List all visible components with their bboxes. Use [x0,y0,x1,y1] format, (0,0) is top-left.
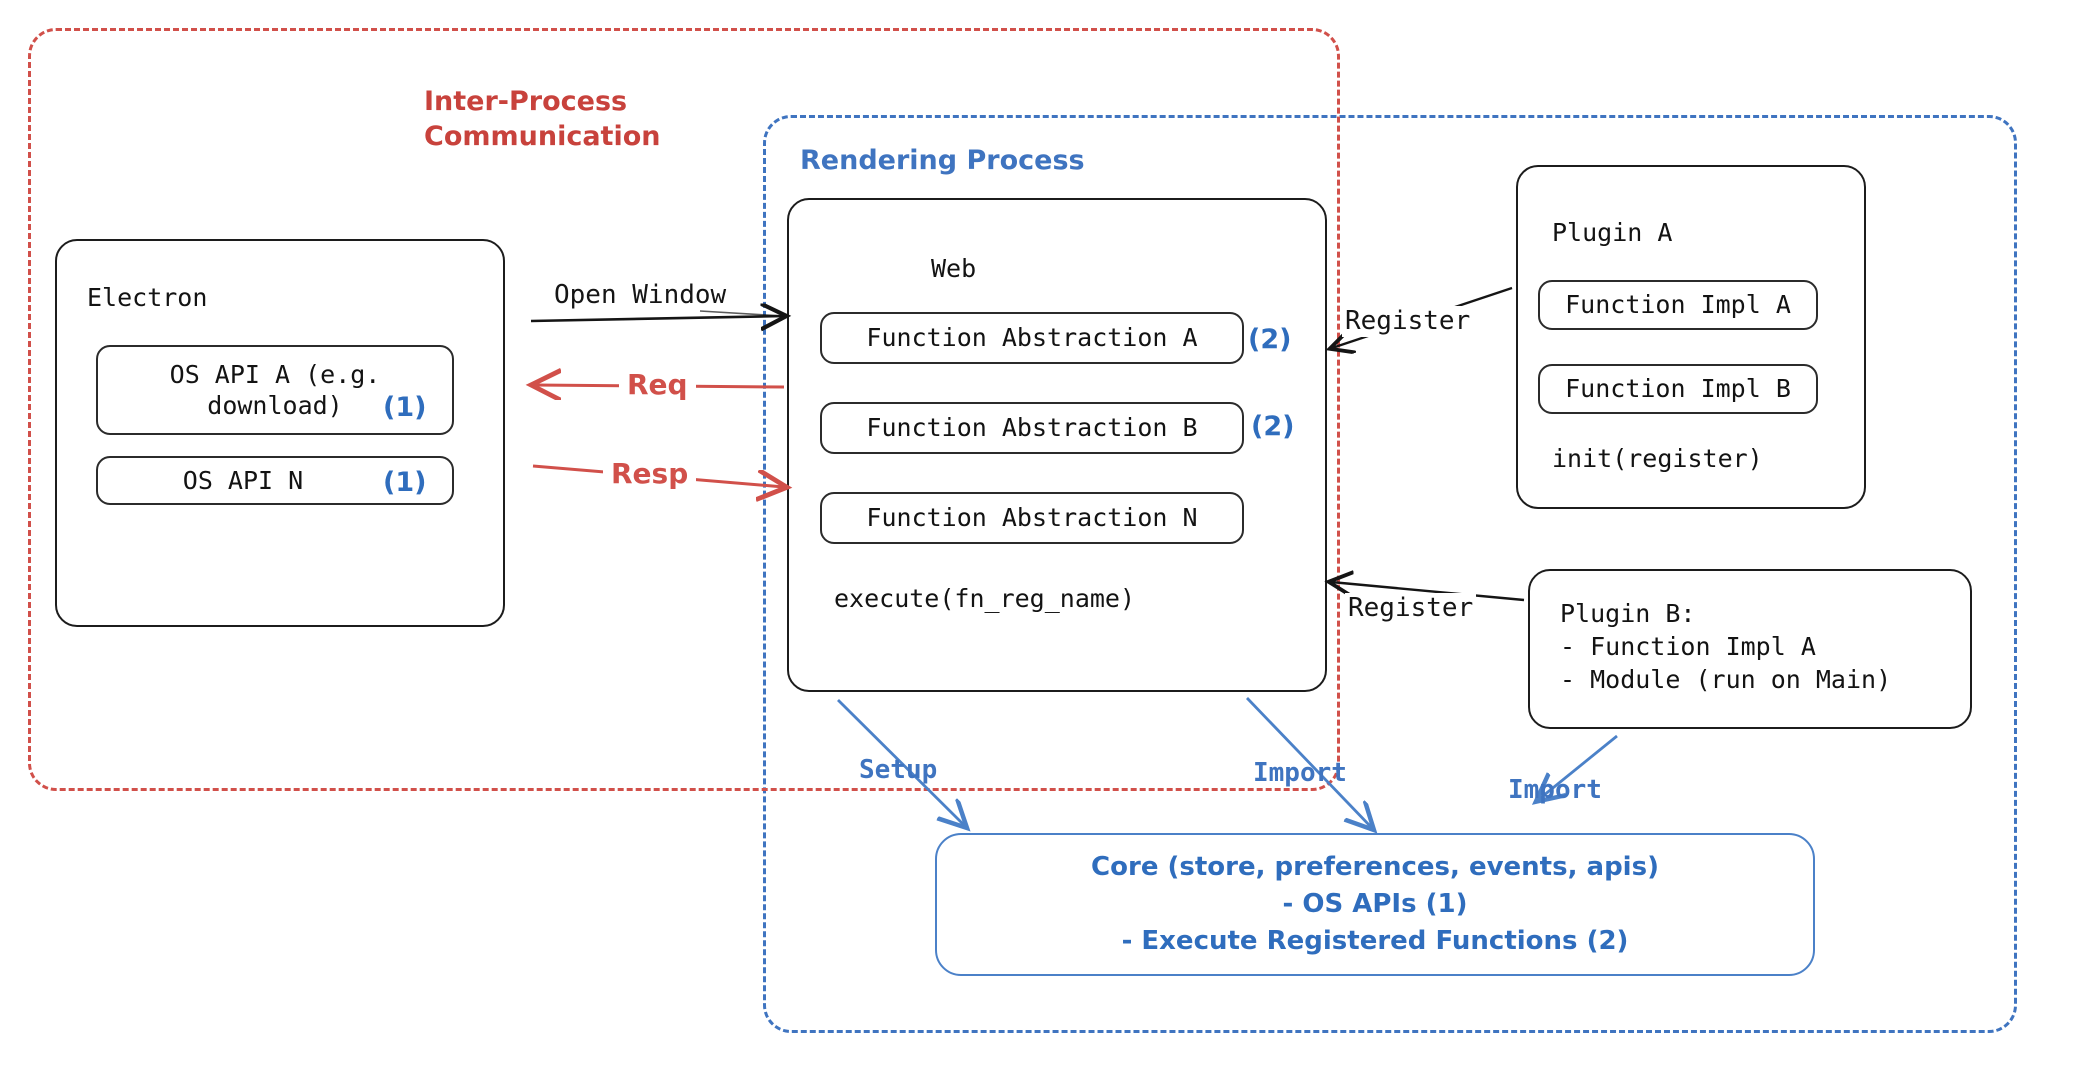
edge-label-setup: Setup [859,755,938,785]
web-title: Web [931,254,977,283]
function-impl-a-label: Function Impl A [1565,290,1791,320]
plugin-b-box [1528,569,1972,729]
plugin-b-text: Plugin B: - Function Impl A - Module (ru… [1560,599,1892,694]
os-api-n-label: OS API N [182,465,304,495]
core-box: Core (store, preferences, events, apis) … [935,833,1815,976]
electron-title: Electron [87,283,208,312]
os-api-a-label: OS API A (e.g. download) [169,359,381,420]
os-api-n-box[interactable]: OS API N [96,456,454,505]
function-abstraction-n-label: Function Abstraction N [866,503,1198,533]
region-ipc-label: Inter-Process Communication [424,86,661,152]
function-abstraction-a-marker: (2) [1248,324,1292,355]
region-rendering-label: Rendering Process [800,145,1085,176]
core-text: Core (store, preferences, events, apis) … [1091,852,1659,956]
edge-label-resp: Resp [603,457,697,491]
plugin-a-box [1516,165,1866,509]
function-abstraction-a-label: Function Abstraction A [866,323,1198,353]
region-inter-process-communication [28,28,1340,791]
function-abstraction-b-label: Function Abstraction B [866,413,1198,443]
edge-label-import-web: Import [1253,758,1347,788]
function-abstraction-n-box[interactable]: Function Abstraction N [820,492,1244,544]
edge-label-register-plugin-b: Register [1345,593,1477,625]
function-impl-b-label: Function Impl B [1565,374,1791,404]
os-api-a-marker: (1) [383,392,427,423]
os-api-n-marker: (1) [383,467,427,498]
function-impl-a-box[interactable]: Function Impl A [1538,280,1818,330]
function-abstraction-a-box[interactable]: Function Abstraction A [820,312,1244,364]
web-execute-label: execute(fn_reg_name) [834,584,1136,613]
function-impl-b-box[interactable]: Function Impl B [1538,364,1818,414]
edge-label-req: Req [619,368,696,402]
edge-label-import-plugin-b: Import [1508,775,1602,805]
plugin-a-title: Plugin A [1552,218,1673,247]
edge-label-register-plugin-a: Register [1342,306,1474,338]
region-rendering-process [763,115,2017,1033]
edge-label-open-window: Open Window [554,280,727,310]
function-abstraction-b-box[interactable]: Function Abstraction B [820,402,1244,454]
os-api-a-box[interactable]: OS API A (e.g. download) [96,345,454,435]
function-abstraction-b-marker: (2) [1251,411,1295,442]
plugin-a-init-label: init(register) [1552,444,1763,473]
